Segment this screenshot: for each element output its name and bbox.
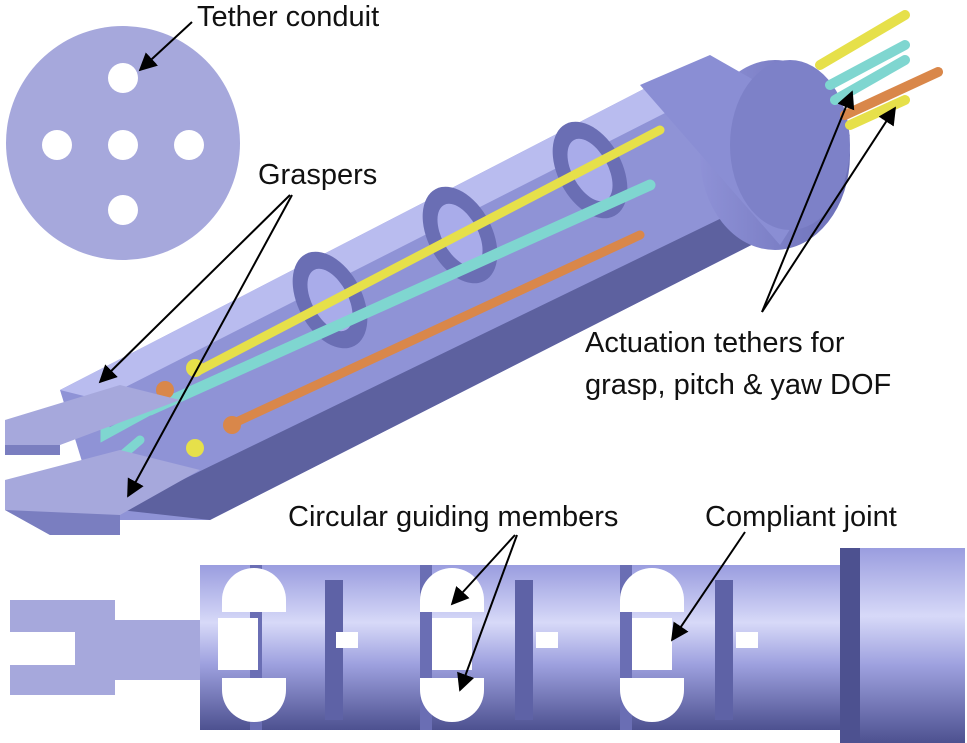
side-cap [840, 548, 965, 743]
label-graspers: Graspers [258, 159, 377, 191]
label-circular-guiding: Circular guiding members [288, 501, 618, 533]
arrow-head [138, 21, 193, 72]
tube-bottom-shadow [120, 180, 840, 520]
arrow-head [670, 531, 746, 642]
label-compliant-joint: Compliant joint [705, 501, 897, 533]
callout-arrows [98, 21, 896, 692]
arrow-head [761, 106, 896, 313]
rear-cap [640, 55, 850, 250]
label-actuation-line1: Actuation tethers for [585, 327, 845, 359]
conduit-hole-left [42, 130, 72, 160]
tube-body [60, 60, 840, 520]
conduit-hole-bottom [108, 195, 138, 225]
isometric-instrument [5, 10, 943, 535]
conduit-hole-top [108, 63, 138, 93]
conduit-hole-center [108, 130, 138, 160]
side-view-instrument [10, 548, 965, 743]
arrow-head [98, 194, 291, 384]
arrow-head [450, 534, 516, 606]
label-actuation-line2: grasp, pitch & yaw DOF [585, 369, 891, 401]
grasper-jaws [5, 385, 200, 535]
label-tether-conduit: Tether conduit [197, 1, 379, 33]
arrow-head [761, 90, 855, 313]
tube-windows [292, 121, 628, 349]
cross-section [6, 26, 240, 260]
side-grasper [10, 600, 200, 695]
internal-tethers [100, 125, 665, 475]
arrow-head [127, 194, 293, 498]
conduit-hole-right [174, 130, 204, 160]
arrow-head [457, 534, 518, 692]
